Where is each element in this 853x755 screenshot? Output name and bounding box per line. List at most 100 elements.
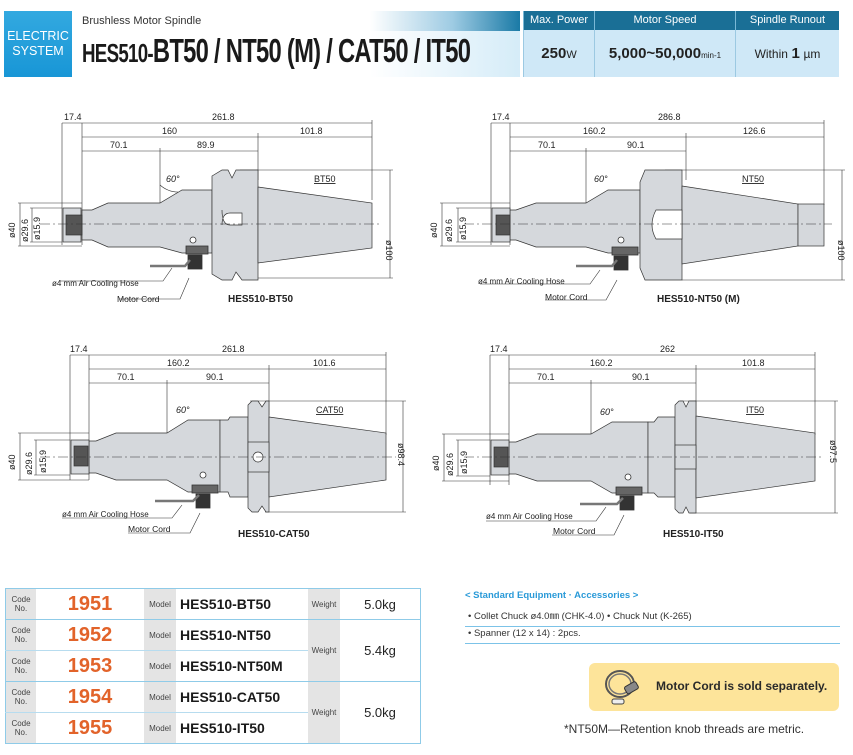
diameter-flange: ø100 bbox=[384, 240, 394, 261]
dim-mid: 89.9 bbox=[197, 140, 215, 150]
motor-cord-icon bbox=[605, 670, 639, 705]
footnote: *NT50M—Retention knob threads are metric… bbox=[564, 722, 805, 736]
spec-max-power: 250W bbox=[523, 29, 595, 77]
weight-value: 5.0kg bbox=[340, 588, 421, 620]
diameter-d3: ø15.9 bbox=[459, 451, 469, 474]
dim-nose: 70.1 bbox=[538, 140, 556, 150]
model-label: Model bbox=[144, 681, 176, 713]
spec-header-speed: Motor Speed bbox=[594, 11, 736, 30]
dim-overall: 262 bbox=[660, 344, 675, 354]
weight-value: 5.4kg bbox=[340, 619, 421, 682]
badge-line-1: ELECTRIC bbox=[7, 29, 69, 43]
model-name: HES510-IT50 bbox=[176, 712, 308, 744]
dim-taper: 126.6 bbox=[743, 126, 766, 136]
diameter-flange: ø98.4 bbox=[396, 443, 406, 466]
spec-runout: Within 1 µm bbox=[735, 29, 839, 77]
spec-header-runout: Spindle Runout bbox=[735, 11, 839, 30]
dim-angle: 60° bbox=[600, 407, 614, 417]
code-number: 1953 bbox=[36, 650, 144, 682]
model-label: Model bbox=[144, 650, 176, 682]
dim-angle: 60° bbox=[594, 174, 608, 184]
header-gradient-lower bbox=[370, 31, 520, 77]
dim-overall: 261.8 bbox=[222, 344, 245, 354]
taper-label: NT50 bbox=[742, 174, 764, 184]
drawing-bt50: 17.4 261.8 160 101.8 70.1 89.9 60° BT50 … bbox=[7, 112, 394, 305]
dim-body: 160.2 bbox=[583, 126, 606, 136]
diameter-d1: ø40 bbox=[7, 222, 17, 238]
dim-front: 17.4 bbox=[492, 112, 510, 122]
accessory-item: • Spanner (12 x 14) : 2pcs. bbox=[465, 625, 840, 644]
drawing-nt50: 17.4 286.8 160.2 126.6 70.1 90.1 60° NT5… bbox=[429, 112, 846, 305]
diameter-d3: ø15.9 bbox=[458, 217, 468, 240]
diameter-d1: ø40 bbox=[7, 454, 17, 470]
model-name: HES510-NT50M bbox=[176, 650, 308, 682]
model-label: Model bbox=[144, 712, 176, 744]
accessories-title: < Standard Equipment · Accessories > bbox=[465, 590, 639, 601]
drawing-model-label: HES510-BT50 bbox=[228, 294, 293, 305]
dim-nose: 70.1 bbox=[117, 372, 135, 382]
dim-body: 160 bbox=[162, 126, 177, 136]
badge-line-2: SYSTEM bbox=[12, 44, 64, 58]
code-number: 1955 bbox=[36, 712, 144, 744]
model-name: HES510-CAT50 bbox=[176, 681, 308, 713]
title-prefix: HES510- bbox=[82, 38, 154, 68]
diameter-d2: ø29.6 bbox=[444, 219, 454, 242]
hose-callout: ø4 mm Air Cooling Hose bbox=[62, 510, 149, 519]
dim-taper: 101.6 bbox=[313, 358, 336, 368]
cord-callout: Motor Cord bbox=[128, 524, 171, 534]
taper-label: IT50 bbox=[746, 405, 764, 415]
drawing-it50: 17.4 262 160.2 101.8 70.1 90.1 60° IT50 … bbox=[431, 344, 838, 540]
taper-label: CAT50 bbox=[316, 405, 343, 415]
hose-callout: ø4 mm Air Cooling Hose bbox=[478, 277, 565, 286]
drawing-model-label: HES510-CAT50 bbox=[238, 529, 310, 540]
dim-mid: 90.1 bbox=[632, 372, 650, 382]
code-number: 1952 bbox=[36, 619, 144, 651]
model-name: HES510-NT50 bbox=[176, 619, 308, 651]
cord-callout: Motor Cord bbox=[545, 292, 588, 302]
dim-angle: 60° bbox=[176, 405, 190, 415]
diameter-d3: ø15.9 bbox=[32, 217, 42, 240]
diameter-d2: ø29.6 bbox=[20, 219, 30, 242]
diameter-d1: ø40 bbox=[431, 455, 441, 471]
diameter-d3: ø15.9 bbox=[38, 450, 48, 473]
dim-taper: 101.8 bbox=[300, 126, 323, 136]
dim-overall: 286.8 bbox=[658, 112, 681, 122]
model-name: HES510-BT50 bbox=[176, 588, 308, 620]
taper-label: BT50 bbox=[314, 174, 336, 184]
page-title: HES510-BT50 / NT50 (M) / CAT50 / IT50 bbox=[82, 32, 471, 70]
dim-body: 160.2 bbox=[167, 358, 190, 368]
weight-label: Weight bbox=[308, 681, 340, 744]
code-number: 1951 bbox=[36, 588, 144, 620]
accessory-item: • Collet Chuck ø4.0㎜ (CHK-4.0) • Chuck N… bbox=[465, 605, 840, 627]
spec-header-power: Max. Power bbox=[523, 11, 595, 30]
spec-motor-speed: 5,000~50,000min-1 bbox=[594, 29, 736, 77]
diameter-flange: ø100 bbox=[836, 240, 846, 261]
weight-value: 5.0kg bbox=[340, 681, 421, 744]
drawing-model-label: HES510-NT50 (M) bbox=[657, 294, 740, 305]
code-number: 1954 bbox=[36, 681, 144, 713]
motor-cord-text: Motor Cord is sold separately. bbox=[656, 679, 828, 693]
dim-body: 160.2 bbox=[590, 358, 613, 368]
model-label: Model bbox=[144, 619, 176, 651]
cord-callout: Motor Cord bbox=[117, 294, 160, 304]
product-subtitle: Brushless Motor Spindle bbox=[82, 15, 202, 27]
diameter-d2: ø29.6 bbox=[445, 453, 455, 476]
drawing-model-label: HES510-IT50 bbox=[663, 529, 724, 540]
diameter-d1: ø40 bbox=[429, 222, 439, 238]
hose-callout: ø4 mm Air Cooling Hose bbox=[486, 512, 573, 521]
dim-mid: 90.1 bbox=[206, 372, 224, 382]
model-label: Model bbox=[144, 588, 176, 620]
drawing-cat50: 17.4 261.8 160.2 101.6 70.1 90.1 60° CAT… bbox=[7, 344, 406, 540]
dim-front: 17.4 bbox=[70, 344, 88, 354]
diameter-d2: ø29.6 bbox=[24, 452, 34, 475]
